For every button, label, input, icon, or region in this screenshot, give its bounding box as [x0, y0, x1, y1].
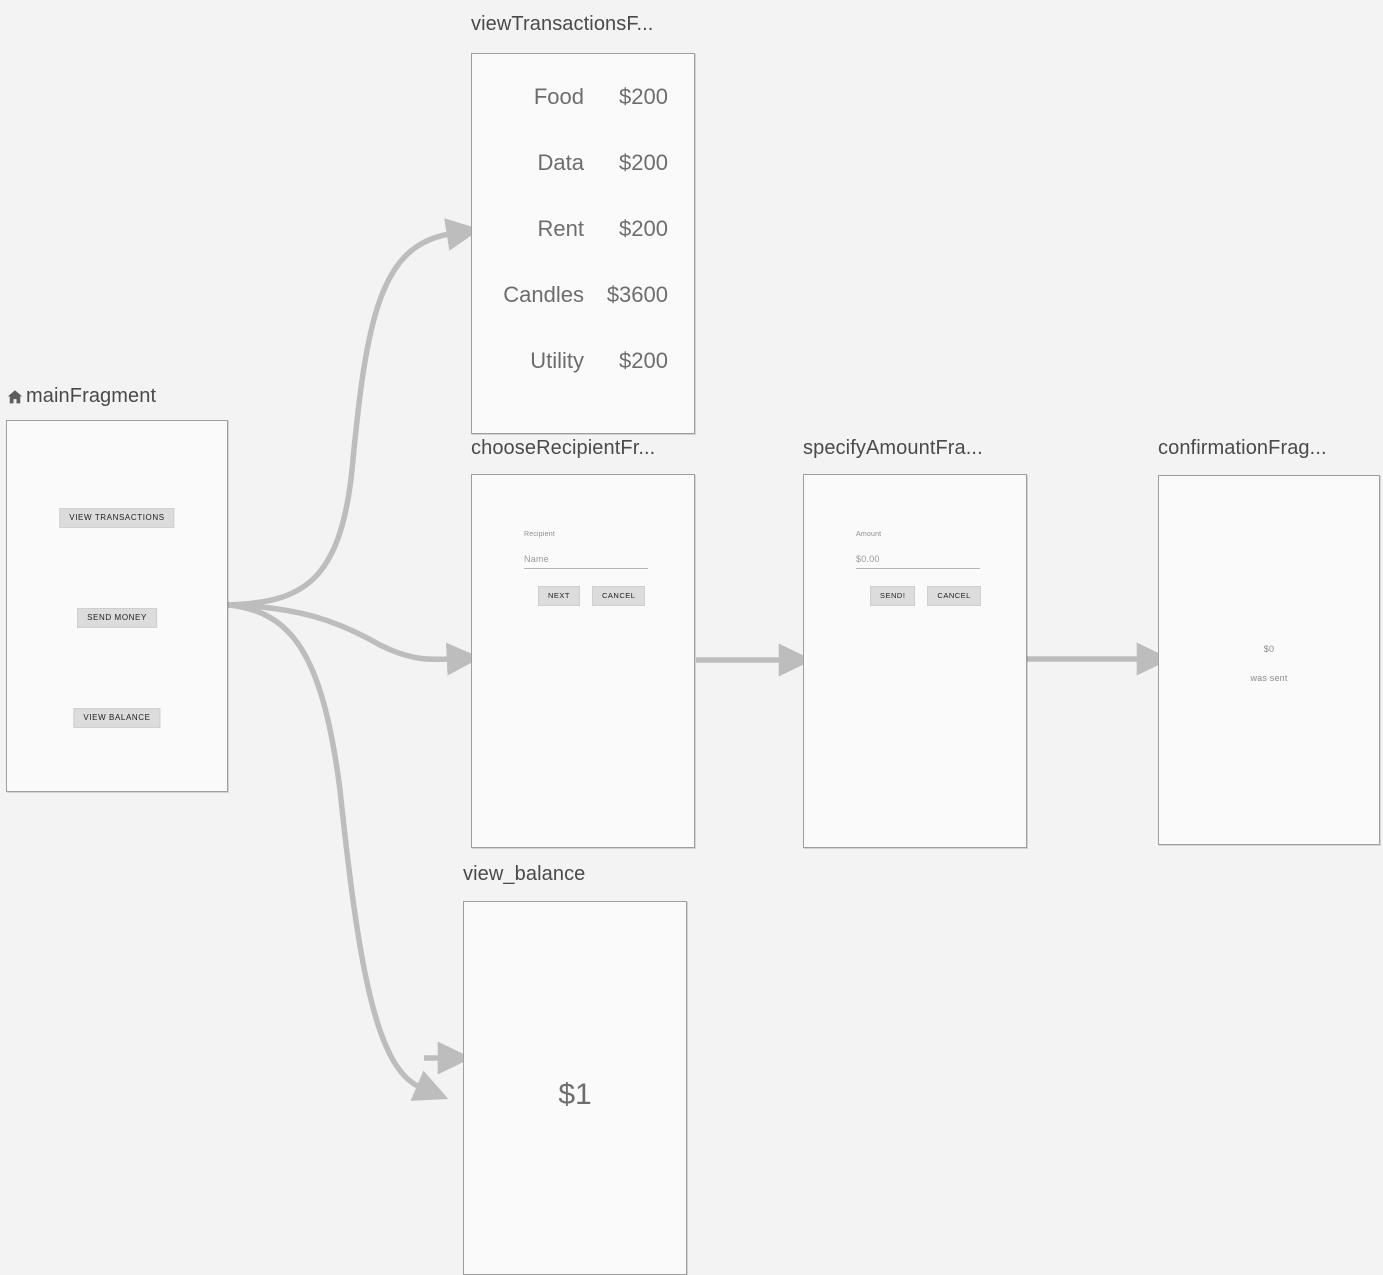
destination-viewbalance[interactable]: view_balance $1 [463, 864, 687, 1275]
send-button[interactable]: SEND! [870, 586, 916, 606]
recipient-name-input[interactable]: Name [524, 554, 648, 569]
amount-form-buttons: SEND! CANCEL [856, 586, 1016, 606]
destination-specifyamountfragment[interactable]: specifyAmountFra... Amount $0.00 SEND! C… [803, 438, 1027, 848]
destination-preview-frame[interactable]: VIEW TRANSACTIONS SEND MONEY VIEW BALANC… [6, 420, 228, 792]
destination-label: mainFragment [26, 385, 157, 407]
destination-title: chooseRecipientFr... [471, 438, 655, 458]
transaction-name: Data [537, 150, 584, 175]
balance-amount: $1 [558, 1078, 592, 1111]
destination-label: viewTransactionsF... [471, 13, 654, 35]
action-main-to-viewbalance[interactable] [226, 602, 449, 1101]
destination-preview-frame[interactable]: Recipient Name NEXT CANCEL [471, 474, 695, 848]
destination-confirmationfragment[interactable]: confirmationFrag... $0 was sent [1158, 438, 1380, 845]
destination-preview-frame[interactable]: $0 was sent [1158, 475, 1380, 845]
confirmation-message-block: $0 was sent [1159, 644, 1379, 683]
action-main-to-viewtransactions[interactable] [226, 218, 481, 608]
recipient-field-label: Recipient [524, 531, 555, 538]
transaction-amount: $200 [619, 84, 668, 109]
transaction-row: Candles $3600 [472, 282, 694, 348]
transaction-row: Utility $200 [472, 348, 694, 414]
view-balance-button[interactable]: VIEW BALANCE [73, 708, 161, 728]
main-fragment-buttons: VIEW TRANSACTIONS SEND MONEY VIEW BALANC… [7, 421, 227, 791]
transaction-amount: $200 [619, 348, 668, 373]
destination-title: mainFragment [6, 386, 156, 406]
destination-title: view_balance [463, 864, 585, 884]
transaction-row: Food $200 [472, 84, 694, 150]
recipient-form: Recipient Name NEXT CANCEL [524, 531, 684, 606]
confirmation-status-text: was sent [1250, 673, 1288, 683]
amount-input[interactable]: $0.00 [856, 554, 980, 569]
action-main-to-chooserecipient[interactable] [226, 602, 481, 676]
view-transactions-button[interactable]: VIEW TRANSACTIONS [59, 508, 175, 528]
transaction-list: Food $200 Data $200 Rent $200 Candles $3… [472, 84, 694, 414]
destination-label: confirmationFrag... [1158, 437, 1327, 459]
transaction-row: Data $200 [472, 150, 694, 216]
destination-chooserecipientfragment[interactable]: chooseRecipientFr... Recipient Name NEXT… [471, 438, 695, 848]
transaction-amount: $3600 [606, 282, 668, 307]
destination-label: chooseRecipientFr... [471, 437, 656, 459]
amount-form: Amount $0.00 SEND! CANCEL [856, 531, 1016, 606]
destination-label: specifyAmountFra... [803, 437, 983, 459]
transaction-row: Rent $200 [472, 216, 694, 282]
destination-title: specifyAmountFra... [803, 438, 983, 458]
destination-label: view_balance [463, 863, 586, 885]
recipient-form-buttons: NEXT CANCEL [524, 586, 684, 606]
transaction-amount: $200 [619, 216, 668, 241]
destination-preview-frame[interactable]: Amount $0.00 SEND! CANCEL [803, 474, 1027, 848]
transaction-name: Food [533, 84, 584, 109]
destination-preview-frame[interactable]: $1 [463, 901, 687, 1275]
destination-preview-frame[interactable]: Food $200 Data $200 Rent $200 Candles $3… [471, 53, 695, 434]
destination-mainfragment[interactable]: mainFragment VIEW TRANSACTIONS SEND MONE… [6, 386, 228, 792]
transaction-name: Utility [530, 348, 584, 373]
destination-title: viewTransactionsF... [471, 14, 653, 34]
send-money-button[interactable]: SEND MONEY [77, 608, 157, 628]
transaction-amount: $200 [619, 150, 668, 175]
home-icon [6, 388, 24, 406]
cancel-button[interactable]: CANCEL [592, 586, 646, 606]
confirmation-amount: $0 [1263, 644, 1275, 654]
destination-viewtransactionsfragment[interactable]: viewTransactionsF... Food $200 Data $200… [471, 14, 695, 434]
transaction-name: Rent [537, 216, 584, 241]
amount-field-label: Amount [856, 531, 882, 538]
destination-title: confirmationFrag... [1158, 438, 1327, 458]
next-button[interactable]: NEXT [538, 586, 581, 606]
transaction-name: Candles [503, 282, 584, 307]
cancel-button[interactable]: CANCEL [927, 586, 981, 606]
